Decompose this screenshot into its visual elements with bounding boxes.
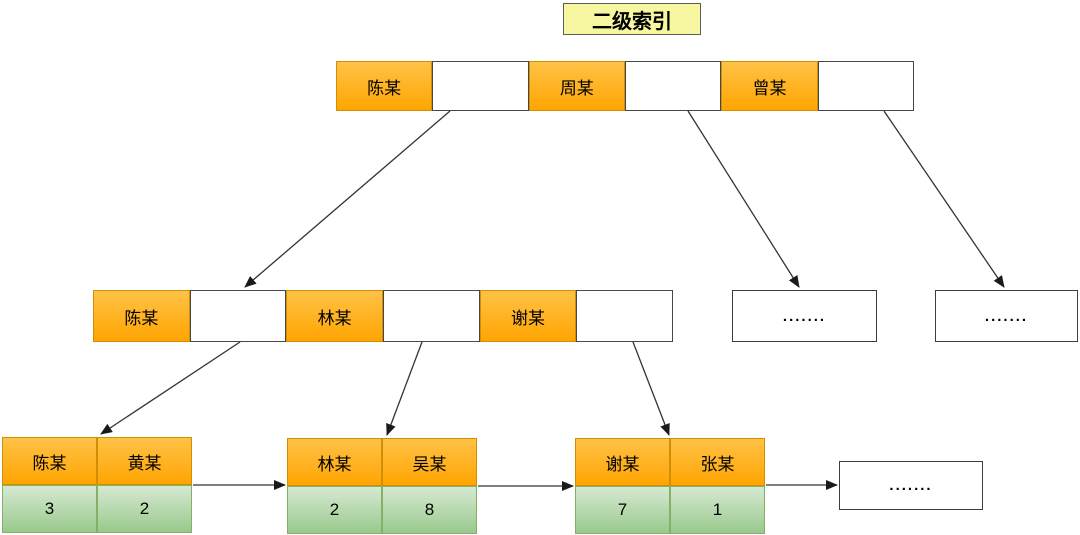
internal-key-cell-2: 林某 [286, 290, 384, 342]
root-pointer-cell-2 [624, 61, 722, 111]
diagram-title-label: 二级索引 [592, 10, 672, 33]
ellipsis-node-bottom: ....... [839, 461, 983, 510]
root-pointer-cell-1 [432, 61, 529, 111]
leaf2-key-cell-1: 林某 [287, 438, 382, 486]
internal-index-node: 陈某 林某 谢某 [93, 290, 674, 342]
ellipsis-node-middle-left: ....... [732, 290, 877, 342]
arrow-root-to-internal [244, 110, 451, 288]
leaf-node-1: 陈某 黄某 3 2 [2, 437, 192, 533]
root-key-cell-1: 陈某 [336, 61, 433, 111]
leaf3-value-cell-1: 7 [575, 486, 670, 534]
root-key-cell-3: 曾某 [721, 61, 818, 111]
leaf1-value-cell-1: 3 [2, 485, 97, 533]
arrow-internal-to-leaf1 [100, 341, 241, 435]
leaf2-value-cell-1: 2 [287, 486, 382, 534]
leaf1-key-cell-1: 陈某 [2, 437, 97, 485]
arrow-root-to-ellipsis-left [687, 110, 800, 288]
leaf3-key-cell-2: 张某 [670, 438, 765, 486]
internal-pointer-cell-3 [576, 290, 674, 342]
arrow-internal-to-leaf2 [386, 341, 423, 436]
leaf1-key-cell-2: 黄某 [97, 437, 192, 485]
leaf-node-3: 谢某 张某 7 1 [575, 438, 765, 534]
root-pointer-cell-3 [817, 61, 914, 111]
leaf3-key-cell-1: 谢某 [575, 438, 670, 486]
internal-pointer-cell-1 [189, 290, 287, 342]
root-index-node: 陈某 周某 曾某 [336, 61, 914, 111]
leaf2-key-cell-2: 吴某 [382, 438, 477, 486]
ellipsis-node-middle-right: ....... [935, 290, 1078, 342]
leaf3-value-cell-2: 1 [670, 486, 765, 534]
leaf1-value-cell-2: 2 [97, 485, 192, 533]
arrow-root-to-ellipsis-right [883, 110, 1005, 288]
internal-pointer-cell-2 [383, 290, 480, 342]
leaf2-value-cell-2: 8 [382, 486, 477, 534]
internal-key-cell-1: 陈某 [93, 290, 190, 342]
leaf-node-2: 林某 吴某 2 8 [287, 438, 477, 534]
arrow-internal-to-leaf3 [632, 341, 670, 436]
internal-key-cell-3: 谢某 [479, 290, 577, 342]
diagram-title: 二级索引 [563, 3, 701, 35]
root-key-cell-2: 周某 [528, 61, 625, 111]
